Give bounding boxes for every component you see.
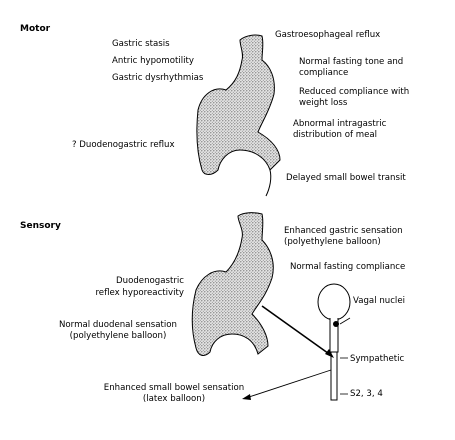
label-spinal-levels: S2, 3, 4 [350,389,383,399]
sensory-stomach-shape [191,212,274,356]
label-gastric-stasis: Gastric stasis [112,39,170,49]
nervous-system-illustration [317,283,351,401]
label-sympathetic: Sympathetic [350,354,405,364]
sensory-stomach-illustration [191,212,274,356]
label-enhanced-gastric-line2: (polyethylene balloon) [284,237,381,247]
spinal-cord [330,351,338,401]
motor-duodenum-outline [265,169,272,197]
motor-stomach-shape [196,34,281,175]
motor-header: Motor [20,24,51,34]
vagal-nuclei-pointer [339,317,351,325]
vagal-nuclei-marker [333,321,339,327]
label-small-bowel-line1: Enhanced small bowel sensation [103,383,245,393]
label-fasting-tone-line2: compliance [299,68,349,78]
afferent-pathway-line [261,305,333,357]
label-duodenogastric-line2: reflex hyporeactivity [95,288,184,298]
label-reduced-compliance-line2: weight loss [299,98,348,108]
label-small-bowel-line2: (latex balloon) [142,394,206,404]
label-normal-duodenal-line1: Normal duodenal sensation [59,320,177,330]
label-delayed-transit: Delayed small bowel transit [286,173,406,183]
sensory-header: Sensory [20,221,61,231]
label-normal-duodenal-line2: (polyethylene balloon) [69,331,167,341]
small-bowel-arrow-line [245,369,332,399]
brain-outline [317,283,351,321]
afferent-pathway-arrowhead [325,349,334,358]
label-fasting-tone-line1: Normal fasting tone and [299,57,404,67]
label-abnormal-distribution-line1: Abnormal intragastric [293,119,387,129]
label-gastroesophageal-reflux: Gastroesophageal reflux [275,30,381,40]
small-bowel-arrowhead [242,394,251,400]
label-enhanced-gastric-line1: Enhanced gastric sensation [284,226,403,236]
label-normal-fasting-compliance: Normal fasting compliance [290,262,406,272]
label-vagal-nuclei: Vagal nuclei [353,296,405,306]
label-antric-hypomotility: Antric hypomotility [112,56,194,66]
label-reduced-compliance-line1: Reduced compliance with [299,87,410,97]
label-duodenogastric-reflux: ? Duodenogastric reflux [72,140,175,150]
label-abnormal-distribution-line2: distribution of meal [293,130,378,140]
label-duodenogastric-line1: Duodenogastric [116,276,184,286]
label-gastric-dysrhythmias: Gastric dysrhythmias [112,73,204,83]
motor-stomach-illustration [196,34,281,197]
